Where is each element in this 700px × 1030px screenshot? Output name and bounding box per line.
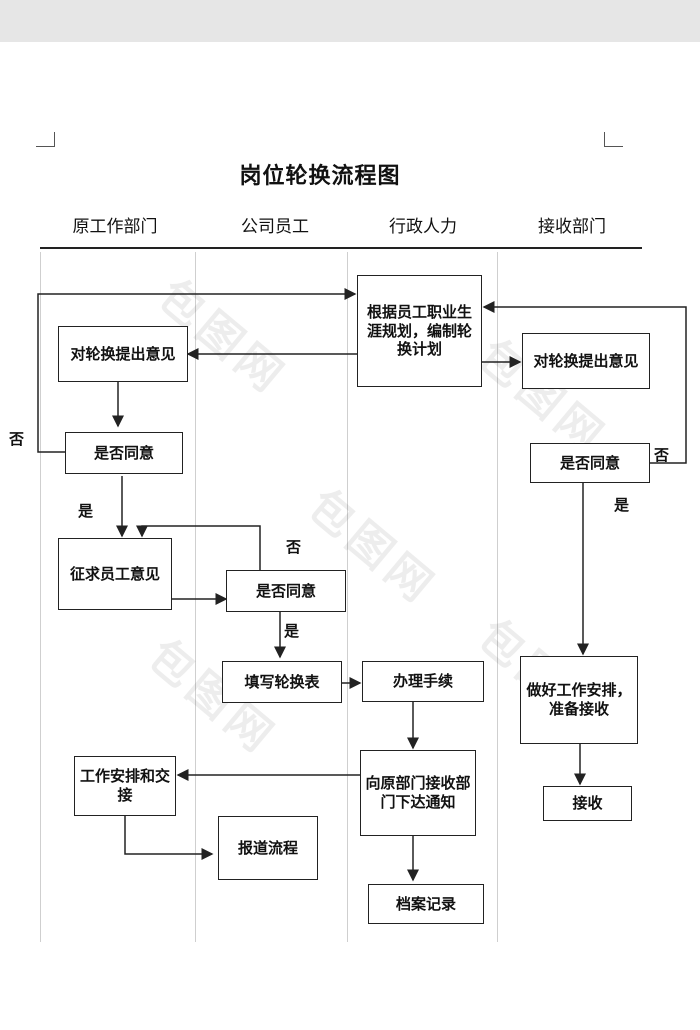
viewer-top-bar (0, 0, 700, 42)
page-corner-mark-left (36, 132, 55, 147)
label-no: 否 (9, 430, 25, 448)
lane-header-original-dept: 原工作部门 (72, 217, 158, 237)
label-yes: 是 (78, 502, 94, 520)
lane-header-hr-admin: 行政人力 (389, 217, 457, 237)
node-report-process: 报道流程 (218, 816, 318, 880)
node-prepare-to-receive: 做好工作安排，准备接收 (520, 656, 638, 744)
diagram-title: 岗位轮换流程图 (239, 164, 401, 189)
node-work-handover: 工作安排和交接 (74, 756, 176, 816)
header-divider (40, 247, 642, 249)
label-yes: 是 (614, 496, 630, 514)
lane-divider (40, 252, 41, 942)
node-original-dept-opinion: 对轮换提出意见 (58, 326, 188, 382)
label-no: 否 (286, 538, 302, 556)
node-handle-procedures: 办理手续 (362, 661, 484, 702)
lane-divider (347, 252, 348, 942)
lane-header-receiving-dept: 接收部门 (538, 217, 606, 237)
node-create-rotation-plan: 根据员工职业生涯规划，编制轮换计划 (357, 275, 482, 387)
label-yes: 是 (284, 622, 300, 640)
document-page: 岗位轮换流程图 原工作部门 公司员工 行政人力 接收部门 包图网 包图网 包图网… (0, 42, 700, 1030)
node-original-dept-agree: 是否同意 (65, 432, 183, 474)
node-archive-record: 档案记录 (368, 884, 484, 924)
lane-header-employee: 公司员工 (241, 217, 309, 237)
lane-divider (497, 252, 498, 942)
node-employee-agree: 是否同意 (226, 570, 346, 612)
label-no: 否 (654, 446, 670, 464)
node-receiving-dept-agree: 是否同意 (530, 443, 650, 483)
node-issue-notice: 向原部门接收部门下达通知 (360, 750, 476, 836)
node-receive: 接收 (543, 786, 632, 821)
flow-connectors (37, 288, 687, 882)
node-fill-rotation-form: 填写轮换表 (222, 661, 342, 703)
node-solicit-employee-opinion: 征求员工意见 (58, 538, 172, 610)
node-receiving-dept-opinion: 对轮换提出意见 (522, 333, 650, 389)
page-corner-mark-right (604, 132, 623, 147)
lane-divider (195, 252, 196, 942)
